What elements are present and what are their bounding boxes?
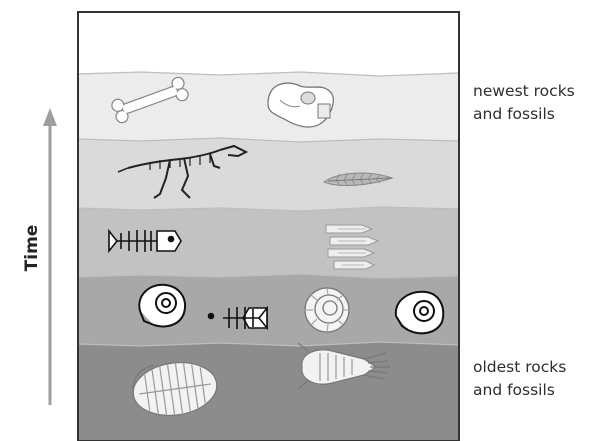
ammonite-icon: [396, 292, 443, 334]
rock-layer-3: [78, 138, 459, 211]
time-axis-label: Time: [22, 222, 42, 274]
oldest-label: oldest rocks and fossils: [473, 356, 566, 402]
rock-layer-4: [78, 207, 459, 278]
rock-layer-top: [78, 12, 459, 74]
newest-label: newest rocks and fossils: [473, 80, 575, 126]
ammonite-icon: [305, 288, 349, 332]
time-arrow: [43, 108, 57, 405]
